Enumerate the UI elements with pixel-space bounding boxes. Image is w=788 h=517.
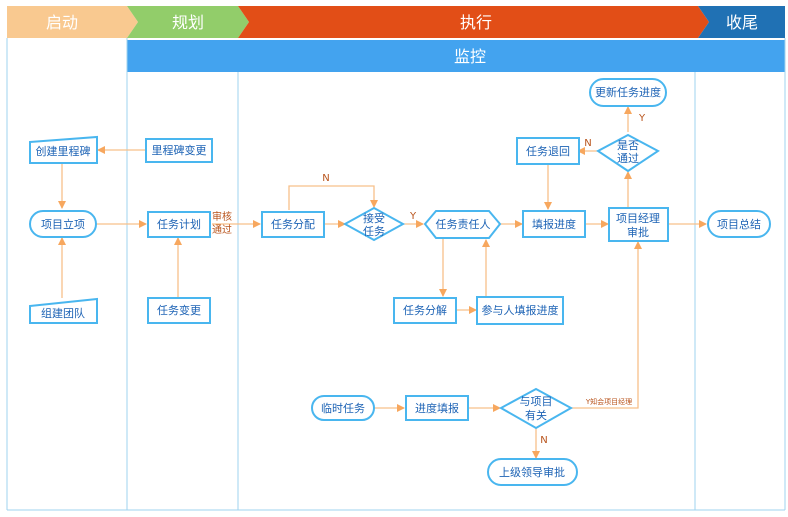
project-summary-label: 项目总结	[717, 217, 761, 231]
create-milestone-node	[29, 135, 98, 164]
temp-task-label: 临时任务	[321, 401, 365, 415]
fill-progress-label: 填报进度	[532, 217, 576, 231]
monitor-band	[127, 40, 785, 72]
phase-plan-band	[127, 6, 249, 38]
edge-label-n-related: N	[540, 435, 547, 446]
milestone-change-node	[145, 138, 213, 163]
accept-task-node	[342, 206, 406, 242]
edge-label-y-notify: Y知会项目经理	[585, 397, 632, 406]
task-plan-label: 任务计划	[157, 218, 201, 231]
edge-label-review: 审核	[212, 210, 232, 223]
phase-start-label: 启动	[46, 13, 78, 32]
approved-label-1: 是否	[617, 139, 639, 152]
accept-task-label-1: 接受	[363, 212, 385, 225]
related-label-2: 有关	[525, 408, 547, 422]
milestone-change-label: 里程碑变更	[152, 143, 207, 157]
progress-fill-node	[405, 395, 469, 421]
edge-label-y-accept: Y	[409, 211, 417, 222]
participant-fill-node	[476, 296, 564, 325]
fill-progress-node	[522, 210, 586, 238]
task-change-label: 任务变更	[157, 303, 201, 317]
edge-label-passed: 通过	[212, 223, 232, 236]
task-owner-label: 任务责任人	[436, 218, 491, 231]
project-summary-node	[707, 210, 771, 238]
superior-approve-label: 上级领导审批	[499, 465, 565, 479]
approved-decision-node	[596, 133, 660, 173]
phase-exec-band	[238, 6, 709, 38]
superior-approve-node	[487, 458, 578, 486]
edge-label-n-approved: N	[584, 138, 591, 149]
phase-close-label: 收尾	[726, 13, 758, 32]
task-return-node	[516, 137, 580, 165]
pm-approve-label-2: 审批	[627, 225, 649, 239]
task-breakdown-node	[393, 297, 457, 324]
build-team-node	[29, 297, 98, 324]
task-owner-node	[423, 210, 502, 239]
edge-label-n-reject: N	[322, 173, 329, 184]
task-return-label: 任务退回	[526, 145, 570, 158]
monitor-label: 监控	[454, 47, 486, 66]
pm-approve-label-1: 项目经理	[616, 212, 660, 225]
task-plan-node	[147, 211, 211, 238]
project-setup-label: 项目立项	[41, 217, 85, 231]
swimlanes	[6, 38, 786, 511]
phase-exec-label: 执行	[460, 13, 492, 32]
approved-label-2: 通过	[617, 152, 639, 165]
accept-task-label-2: 任务	[363, 225, 385, 238]
nodes	[29, 78, 771, 486]
phase-plan-label: 规划	[172, 13, 204, 32]
participant-fill-label: 参与人填报进度	[482, 303, 559, 317]
task-change-node	[147, 297, 211, 324]
temp-task-node	[311, 395, 375, 421]
phase-close-band	[698, 6, 785, 38]
connectors	[58, 106, 707, 459]
update-progress-label: 更新任务进度	[595, 85, 661, 99]
task-breakdown-label: 任务分解	[403, 303, 447, 317]
node-labels: 创建里程碑 里程碑变更 项目立项 组建团队 任务计划 任务变更 任务分配 接受 …	[36, 85, 762, 479]
create-milestone-label: 创建里程碑	[36, 144, 91, 158]
phase-start-band	[7, 6, 138, 38]
progress-fill-label: 进度填报	[415, 401, 459, 415]
related-label-1: 与项目	[520, 395, 553, 408]
update-progress-node	[589, 78, 667, 107]
edge-label-y-approved: Y	[638, 113, 646, 124]
task-assign-label: 任务分配	[271, 218, 315, 231]
project-setup-node	[29, 210, 97, 238]
related-decision-node	[498, 387, 574, 430]
task-assign-node	[261, 211, 325, 238]
pm-approve-node	[608, 207, 669, 242]
build-team-label: 组建团队	[41, 306, 85, 320]
